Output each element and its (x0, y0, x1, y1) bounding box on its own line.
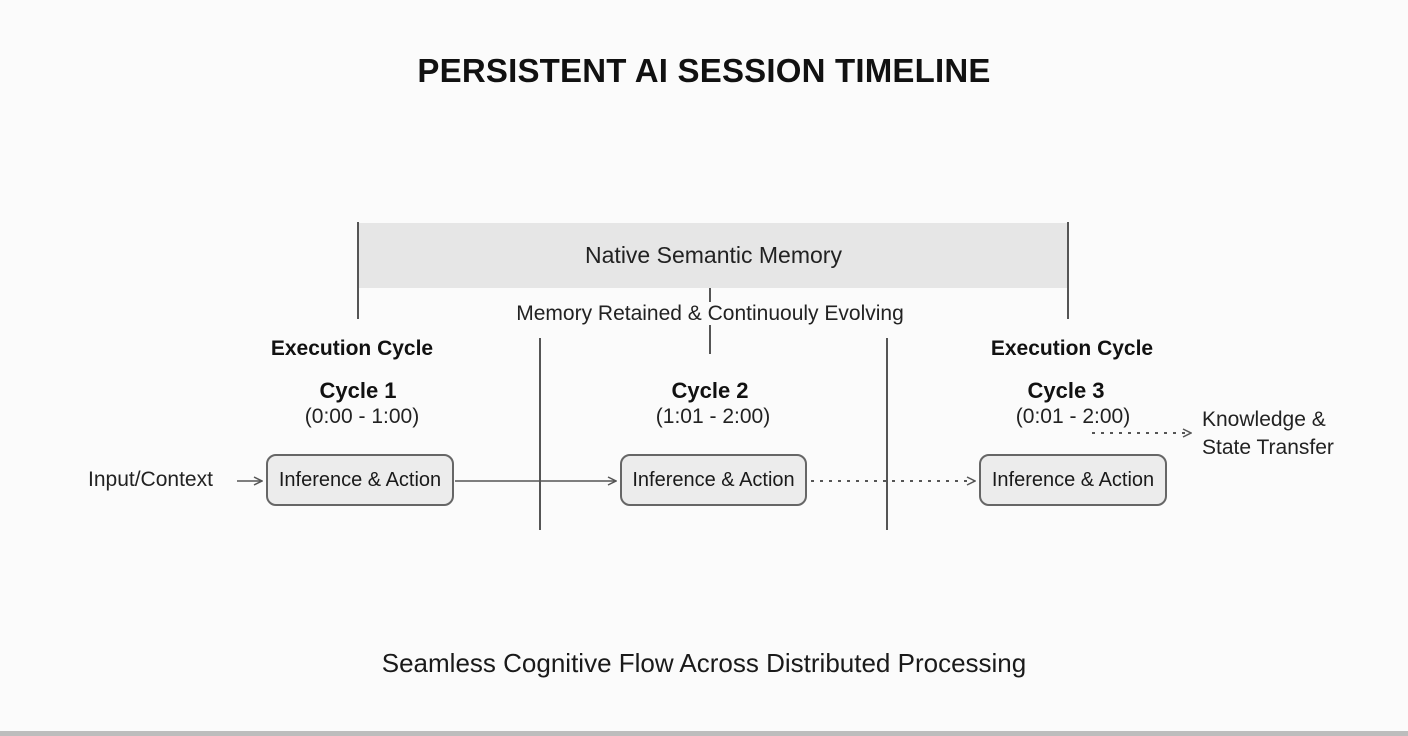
memory-retained-label: Memory Retained & Continuouly Evolving (514, 302, 906, 325)
cycle-2-box-label: Inference & Action (632, 468, 795, 491)
cycle-1-range: (0:00 - 1:00) (304, 405, 420, 428)
cycle-3-heading: Execution Cycle (990, 337, 1154, 360)
bottom-divider (0, 731, 1408, 736)
cycle-1-name: Cycle 1 (319, 378, 397, 403)
cycle-2-range: (1:01 - 2:00) (655, 405, 771, 428)
cycle-1-box-label: Inference & Action (278, 468, 442, 491)
knowledge-transfer-label: Knowledge & State Transfer (1202, 406, 1334, 462)
cycle-3-range: (0:01 - 2:00) (1015, 405, 1131, 428)
input-context-label: Input/Context (88, 468, 213, 491)
knowledge-transfer-line-1: Knowledge & (1202, 408, 1326, 431)
cycle-1-heading: Execution Cycle (270, 337, 434, 360)
cycle-3-inference-box: Inference & Action (979, 454, 1167, 506)
diagram-footer: Seamless Cognitive Flow Across Distribut… (381, 648, 1027, 678)
cycle-divider-2 (886, 338, 888, 530)
cycle-3-name: Cycle 3 (1027, 378, 1105, 403)
memory-band: Native Semantic Memory (359, 223, 1068, 288)
knowledge-transfer-line-2: State Transfer (1202, 436, 1334, 459)
memory-left-connector (357, 222, 359, 319)
cycle-2-name: Cycle 2 (671, 378, 749, 403)
cycle-1-inference-box: Inference & Action (266, 454, 454, 506)
memory-retained-caption: Memory Retained & Continuouly Evolving (440, 302, 980, 326)
cycle-3-box-label: Inference & Action (991, 468, 1155, 491)
memory-right-connector (1067, 222, 1069, 319)
memory-band-label: Native Semantic Memory (585, 242, 842, 268)
cycle-2-inference-box: Inference & Action (620, 454, 807, 506)
cycle-divider-1 (539, 338, 541, 530)
diagram-title: PERSISTENT AI SESSION TIMELINE (417, 52, 991, 89)
